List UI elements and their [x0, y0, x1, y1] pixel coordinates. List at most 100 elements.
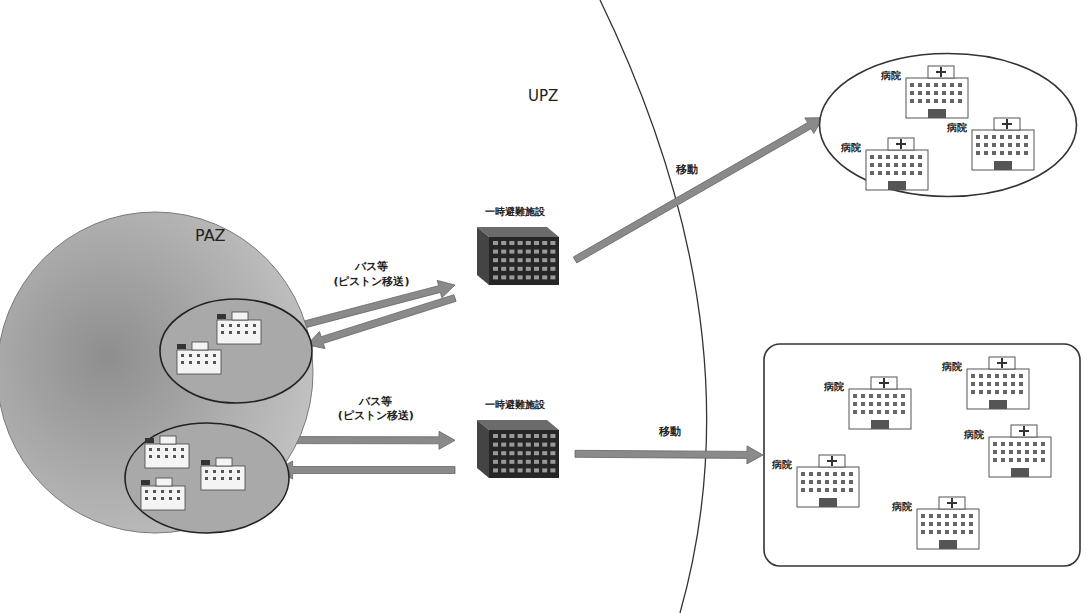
building-window	[950, 99, 954, 103]
facility-window	[518, 267, 523, 271]
building-window	[1000, 135, 1004, 139]
building-window	[921, 530, 925, 534]
facility-window	[542, 460, 547, 464]
building-window	[861, 402, 865, 406]
facility-window	[501, 267, 506, 271]
hospital-label: 病院	[823, 381, 845, 393]
facility-window	[526, 434, 531, 438]
building-window	[1041, 450, 1045, 454]
building-window	[1011, 374, 1015, 378]
building-window	[918, 155, 922, 159]
building-window	[886, 171, 890, 175]
building-window	[976, 151, 980, 155]
building-door	[939, 540, 957, 549]
building-window	[902, 163, 906, 167]
building-window	[885, 402, 889, 406]
facility-window	[493, 275, 498, 279]
temporary-shelter-icon	[469, 227, 561, 287]
building-window	[969, 522, 973, 526]
building-window	[918, 163, 922, 167]
facility-window	[534, 275, 539, 279]
building-window	[861, 410, 865, 414]
building-window	[801, 488, 805, 492]
small-building-window	[205, 477, 208, 480]
small-building-window	[169, 490, 172, 493]
building-window	[993, 458, 997, 462]
building-window	[910, 171, 914, 175]
arrow-label: バス等 (ピストン移送)	[322, 259, 422, 290]
hospital-item: 病院	[840, 134, 932, 192]
arrow-label-holder: 移動	[655, 420, 684, 440]
building-body	[967, 369, 1029, 409]
facility-window	[550, 258, 555, 262]
building-window	[885, 410, 889, 414]
facility-window	[518, 434, 523, 438]
arrow-label-holder: バス等 (ピストン移送)	[321, 259, 422, 290]
small-building-window	[157, 455, 160, 458]
building-window	[945, 522, 949, 526]
facility-window	[542, 451, 547, 455]
hospital-icon	[864, 134, 932, 192]
hospital-icon	[915, 493, 983, 551]
hospital-label: 病院	[946, 122, 968, 134]
hospital-item: 病院	[946, 114, 1038, 172]
building-window	[993, 442, 997, 446]
building-window	[1009, 458, 1013, 462]
hospital-cross	[896, 139, 906, 149]
facility-window	[526, 460, 531, 464]
small-building-top	[232, 312, 248, 320]
facility-window	[542, 443, 547, 447]
building-window	[817, 488, 821, 492]
facility-window	[534, 267, 539, 271]
building-window	[958, 99, 962, 103]
small-building-window	[153, 497, 156, 500]
facility-window	[501, 434, 506, 438]
building-window	[894, 171, 898, 175]
small-building-window	[213, 477, 216, 480]
building-window	[849, 488, 853, 492]
zone-label-holder: UPZ	[528, 86, 558, 105]
building-window	[1025, 442, 1029, 446]
building-window	[1019, 382, 1023, 386]
building-window	[987, 390, 991, 394]
facility-window	[534, 443, 539, 447]
building-window	[926, 99, 930, 103]
hospital-item: 病院	[941, 353, 1033, 411]
building-window	[841, 472, 845, 476]
building-window	[1003, 390, 1007, 394]
building-window	[953, 522, 957, 526]
building-window	[1024, 143, 1028, 147]
building-body	[972, 130, 1034, 170]
building-window	[929, 530, 933, 534]
building-window	[979, 374, 983, 378]
building-window	[878, 163, 882, 167]
building-window	[961, 530, 965, 534]
facility-window	[550, 434, 555, 438]
small-building-window	[205, 354, 208, 357]
building-door	[871, 420, 889, 429]
temporary-shelter-icon	[469, 420, 561, 480]
building-window	[1001, 458, 1005, 462]
building-window	[853, 402, 857, 406]
small-building-window	[221, 470, 224, 473]
building-window	[841, 480, 845, 484]
building-window	[877, 394, 881, 398]
building-window	[921, 514, 925, 518]
small-building-window	[161, 490, 164, 493]
facility-node: 一時避難施設	[455, 398, 575, 488]
building-body	[906, 78, 968, 118]
small-building	[201, 466, 245, 490]
facility-window	[526, 468, 531, 472]
building-body	[797, 467, 859, 507]
small-building-window	[229, 477, 232, 480]
building-window	[886, 163, 890, 167]
facility-side	[477, 227, 489, 285]
building-top	[928, 66, 954, 78]
building-window	[987, 382, 991, 386]
building-window	[841, 488, 845, 492]
small-building-window	[177, 497, 180, 500]
small-building-window	[161, 497, 164, 500]
building-window	[1011, 390, 1015, 394]
building-window	[1011, 382, 1015, 386]
facility-roof	[477, 420, 559, 430]
